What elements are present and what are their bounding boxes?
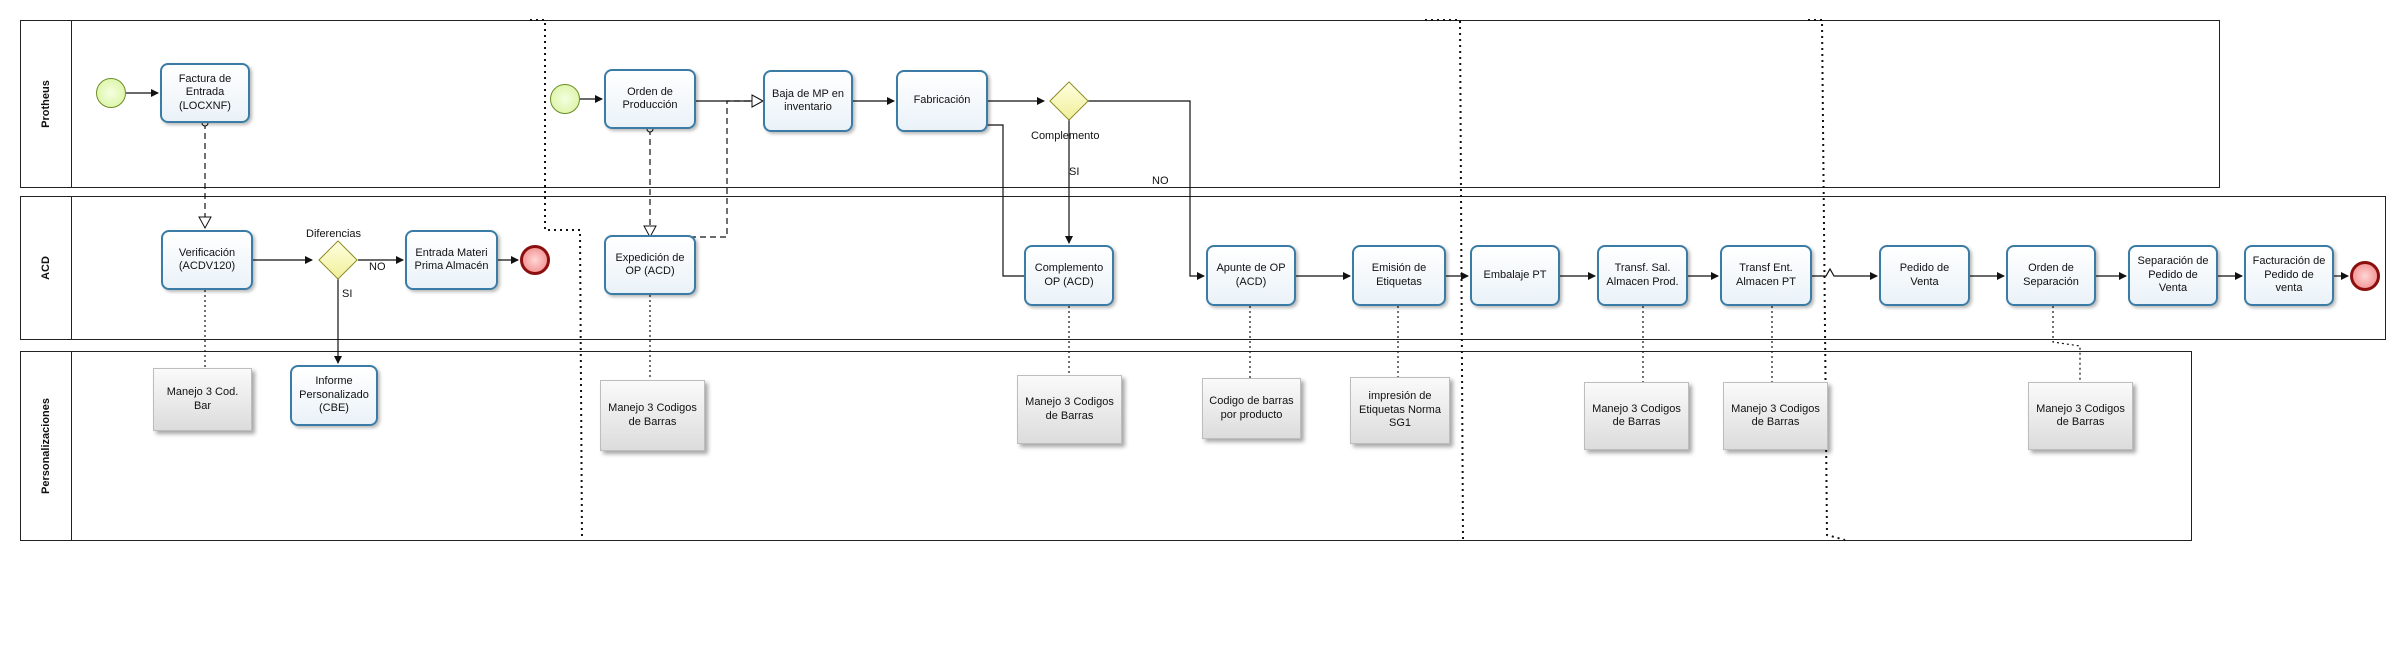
task-expedicion-op[interactable]: Expedición de OP (ACD) — [604, 235, 696, 295]
note-codigo-producto: Codigo de barras por producto — [1202, 378, 1301, 439]
task-factura-entrada[interactable]: Factura de Entrada (LOCXNF) — [160, 63, 250, 123]
label-diferencias: Diferencias — [306, 228, 362, 240]
task-separacion-pedido[interactable]: Separación de Pedido de Venta — [2128, 245, 2218, 306]
task-emision-etiquetas[interactable]: Emisión de Etiquetas — [1352, 245, 1446, 306]
note-manejo-cod-bar: Manejo 3 Cod. Bar — [153, 368, 252, 431]
lane-personalizaciones: Personalizaciones — [20, 351, 2192, 541]
label-complemento: Complemento — [1031, 130, 1100, 142]
task-verificacion[interactable]: Verificación (ACDV120) — [161, 230, 253, 290]
task-fabricacion[interactable]: Fabricación — [896, 70, 988, 132]
note-manejo-transf-ent: Manejo 3 Codigos de Barras — [1723, 382, 1828, 450]
end-event-almacen — [520, 245, 550, 275]
label-si-diferencias: SI — [342, 288, 353, 300]
task-complemento-op[interactable]: Complemento OP (ACD) — [1024, 245, 1114, 306]
label-no-complemento: NO — [1152, 175, 1169, 187]
note-manejo-transf-sal: Manejo 3 Codigos de Barras — [1584, 382, 1689, 450]
task-transf-ent[interactable]: Transf Ent. Almacen PT — [1720, 245, 1812, 306]
task-informe-personalizado[interactable]: Informe Personalizado (CBE) — [290, 365, 378, 426]
task-facturacion-pedido[interactable]: Facturación de Pedido de venta — [2244, 245, 2334, 306]
task-transf-sal[interactable]: Transf. Sal. Almacen Prod. — [1597, 245, 1688, 306]
note-manejo-expedicion: Manejo 3 Codigos de Barras — [600, 380, 705, 451]
task-baja-mp[interactable]: Baja de MP en inventario — [763, 70, 853, 132]
task-orden-produccion[interactable]: Orden de Producción — [604, 69, 696, 129]
start-event-factura — [96, 78, 126, 108]
end-event-facturacion — [2350, 261, 2380, 291]
label-no-diferencias: NO — [369, 261, 386, 273]
task-entrada-materia[interactable]: Entrada Materi Prima Almacén — [405, 230, 498, 290]
note-manejo-complemento: Manejo 3 Codigos de Barras — [1017, 375, 1122, 444]
task-orden-separacion[interactable]: Orden de Separación — [2006, 245, 2096, 306]
label-si-complemento: SI — [1069, 166, 1080, 178]
note-manejo-orden-separacion: Manejo 3 Codigos de Barras — [2028, 382, 2133, 450]
section-divider-3 — [1808, 19, 1846, 541]
task-embalaje-pt[interactable]: Embalaje PT — [1470, 245, 1560, 306]
start-event-produccion — [550, 84, 580, 114]
task-pedido-venta[interactable]: Pedido de Venta — [1879, 245, 1970, 306]
lane-protheus: Protheus — [20, 20, 2220, 188]
task-apunte-op[interactable]: Apunte de OP (ACD) — [1206, 245, 1296, 306]
note-impresion-etiquetas: impresión de Etiquetas Norma SG1 — [1350, 377, 1450, 444]
